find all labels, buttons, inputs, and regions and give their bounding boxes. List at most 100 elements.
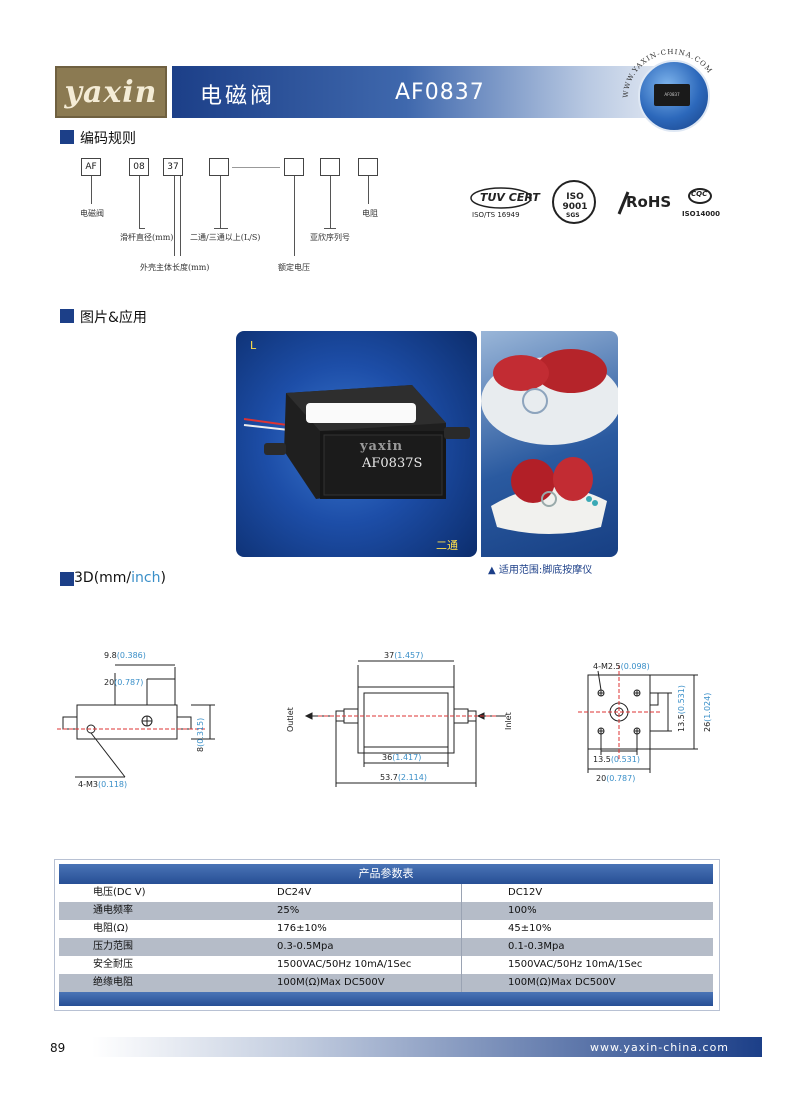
- front-view-drawing: [304, 660, 506, 787]
- label-rated-voltage: 额定电压: [278, 263, 310, 272]
- row-label: 绝缘电阻: [93, 977, 133, 988]
- dim-left-2: 20(0.787): [104, 678, 144, 687]
- cqc-name: CQC: [691, 190, 708, 198]
- leader-line: [174, 176, 175, 256]
- page-number: 89: [50, 1041, 66, 1055]
- tuv-cert-logo: TUV CERT ISO/TS 16949: [470, 184, 540, 224]
- title-banner: [172, 66, 692, 118]
- application-caption: ▲ 适用范围:脚底按摩仪: [488, 565, 593, 576]
- label-plunger-diameter: 滑杆直径(mm): [120, 233, 174, 242]
- leader-line: [139, 176, 140, 228]
- row-value-2: DC12V: [508, 887, 543, 898]
- foot-massager-illustration: [481, 349, 618, 534]
- table-row: 电压(DC V) DC24V DC12V: [59, 884, 713, 902]
- iso9001-sub: SGS: [566, 212, 580, 219]
- table-row: 通电频率 25% 100%: [59, 902, 713, 920]
- leader-line: [180, 176, 181, 256]
- heading-unit: inch: [131, 570, 161, 586]
- application-photo: [481, 331, 618, 557]
- solenoid-illustration: [243, 385, 470, 499]
- row-value-2: 1500VAC/50Hz 10mA/1Sec: [508, 959, 643, 970]
- rohs-logo: RoHS: [616, 190, 672, 216]
- dim-mid-inner: 36(1.417): [382, 753, 422, 762]
- leader-line: [220, 176, 221, 228]
- label-series-number: 亚欣序列号: [310, 233, 350, 242]
- dim-right-h1: 13.5(0.531): [593, 755, 640, 764]
- leader-line: [330, 176, 331, 228]
- section-marker: [60, 572, 74, 586]
- iso9001-logo: ISO 9001 SGS: [552, 180, 596, 224]
- table-row: 安全耐压 1500VAC/50Hz 10mA/1Sec 1500VAC/50Hz…: [59, 956, 713, 974]
- heading-suffix: ): [160, 570, 166, 586]
- row-label: 安全耐压: [93, 959, 133, 970]
- rohs-name: RoHS: [626, 193, 672, 211]
- spec-table-title: 产品参数表: [358, 867, 414, 880]
- code-box-af: AF: [81, 158, 101, 176]
- leader-line: [294, 176, 295, 256]
- row-value-1: 1500VAC/50Hz 10mA/1Sec: [277, 959, 412, 970]
- cqc-logo: CQC ISO14000: [682, 188, 722, 224]
- badge-product-image: AF0837: [654, 84, 690, 106]
- row-label: 通电频率: [93, 905, 133, 916]
- corner-label: L: [250, 339, 257, 352]
- cqc-sub: ISO14000: [682, 210, 720, 218]
- row-label: 电压(DC V): [93, 887, 146, 898]
- drawing-section-heading: 3D(mm/inch): [74, 570, 166, 586]
- table-row: 压力范围 0.3-0.5Mpa 0.1-0.3Mpa: [59, 938, 713, 956]
- tuv-cert-name: TUV CERT: [480, 191, 540, 204]
- side-view-drawing: [57, 664, 215, 778]
- code-box-ways: [209, 158, 229, 176]
- footer-bar: [92, 1037, 762, 1057]
- label-ways: 二通/三通以上(L/S): [190, 233, 261, 242]
- section-marker: [60, 309, 74, 323]
- end-view-drawing: [578, 665, 698, 773]
- dim-right-h2: 20(0.787): [596, 774, 636, 783]
- coding-rule-heading: 编码规则: [80, 131, 136, 147]
- dim-mid-top: 37(1.457): [384, 651, 424, 660]
- product-photo: L yaxin AF0837S 二通: [236, 331, 477, 557]
- label-solenoid-valve: 电磁阀: [80, 209, 104, 218]
- label-resistance: 电阻: [362, 209, 378, 218]
- row-value-1: 176±10%: [277, 923, 327, 934]
- footer-url: www.yaxin-china.com: [590, 1041, 730, 1054]
- spec-table-header: 产品参数表: [59, 864, 713, 884]
- code-box-resistance: [358, 158, 378, 176]
- ways-label: 二通: [436, 539, 458, 552]
- code-box-37: 37: [163, 158, 183, 176]
- iso9001-name: ISO 9001: [562, 192, 588, 212]
- dim-mid-total: 53.7(2.114): [380, 773, 427, 782]
- dim-left-3: 8(0.315): [196, 717, 205, 752]
- code-box-series: [320, 158, 340, 176]
- tuv-cert-sub: ISO/TS 16949: [472, 211, 520, 219]
- code-box-08: 08: [129, 158, 149, 176]
- spec-table-footer: [59, 992, 713, 1006]
- product-brand-mark: yaxin: [360, 439, 404, 454]
- row-value-1: DC24V: [277, 887, 312, 898]
- label-body-length: 外壳主体长度(mm): [140, 263, 210, 272]
- row-value-1: 25%: [277, 905, 300, 916]
- dim-right-v1: 13.5(0.531): [677, 685, 686, 732]
- photo-section-heading: 图片&应用: [80, 310, 147, 326]
- dim-right-holes: 4-M2.5(0.098): [593, 662, 650, 671]
- leader-line: [324, 228, 336, 229]
- outlet-label: Outlet: [286, 707, 295, 732]
- dim-left-1: 9.8(0.386): [104, 651, 146, 660]
- leader-line: [139, 228, 145, 229]
- table-row: 绝缘电阻 100M(Ω)Max DC500V 100M(Ω)Max DC500V: [59, 974, 713, 992]
- logo-text: yaxin: [64, 74, 158, 110]
- inlet-label: Inlet: [504, 712, 513, 730]
- website-badge: [638, 60, 710, 132]
- row-value-2: 100M(Ω)Max DC500V: [508, 977, 616, 988]
- dash-connector: [232, 167, 280, 168]
- heading-prefix: 3D(mm/: [74, 570, 132, 586]
- dim-left-4: 4-M3(0.118): [78, 780, 128, 789]
- model-number: AF0837: [395, 80, 485, 105]
- section-marker: [60, 130, 74, 144]
- dim-right-v2: 26(1.024): [703, 692, 712, 732]
- leader-line: [214, 228, 228, 229]
- product-model-mark: AF0837S: [362, 456, 423, 471]
- badge-product-label: AF0837: [664, 92, 680, 97]
- row-value-2: 100%: [508, 905, 537, 916]
- row-value-1: 0.3-0.5Mpa: [277, 941, 334, 952]
- row-value-2: 0.1-0.3Mpa: [508, 941, 565, 952]
